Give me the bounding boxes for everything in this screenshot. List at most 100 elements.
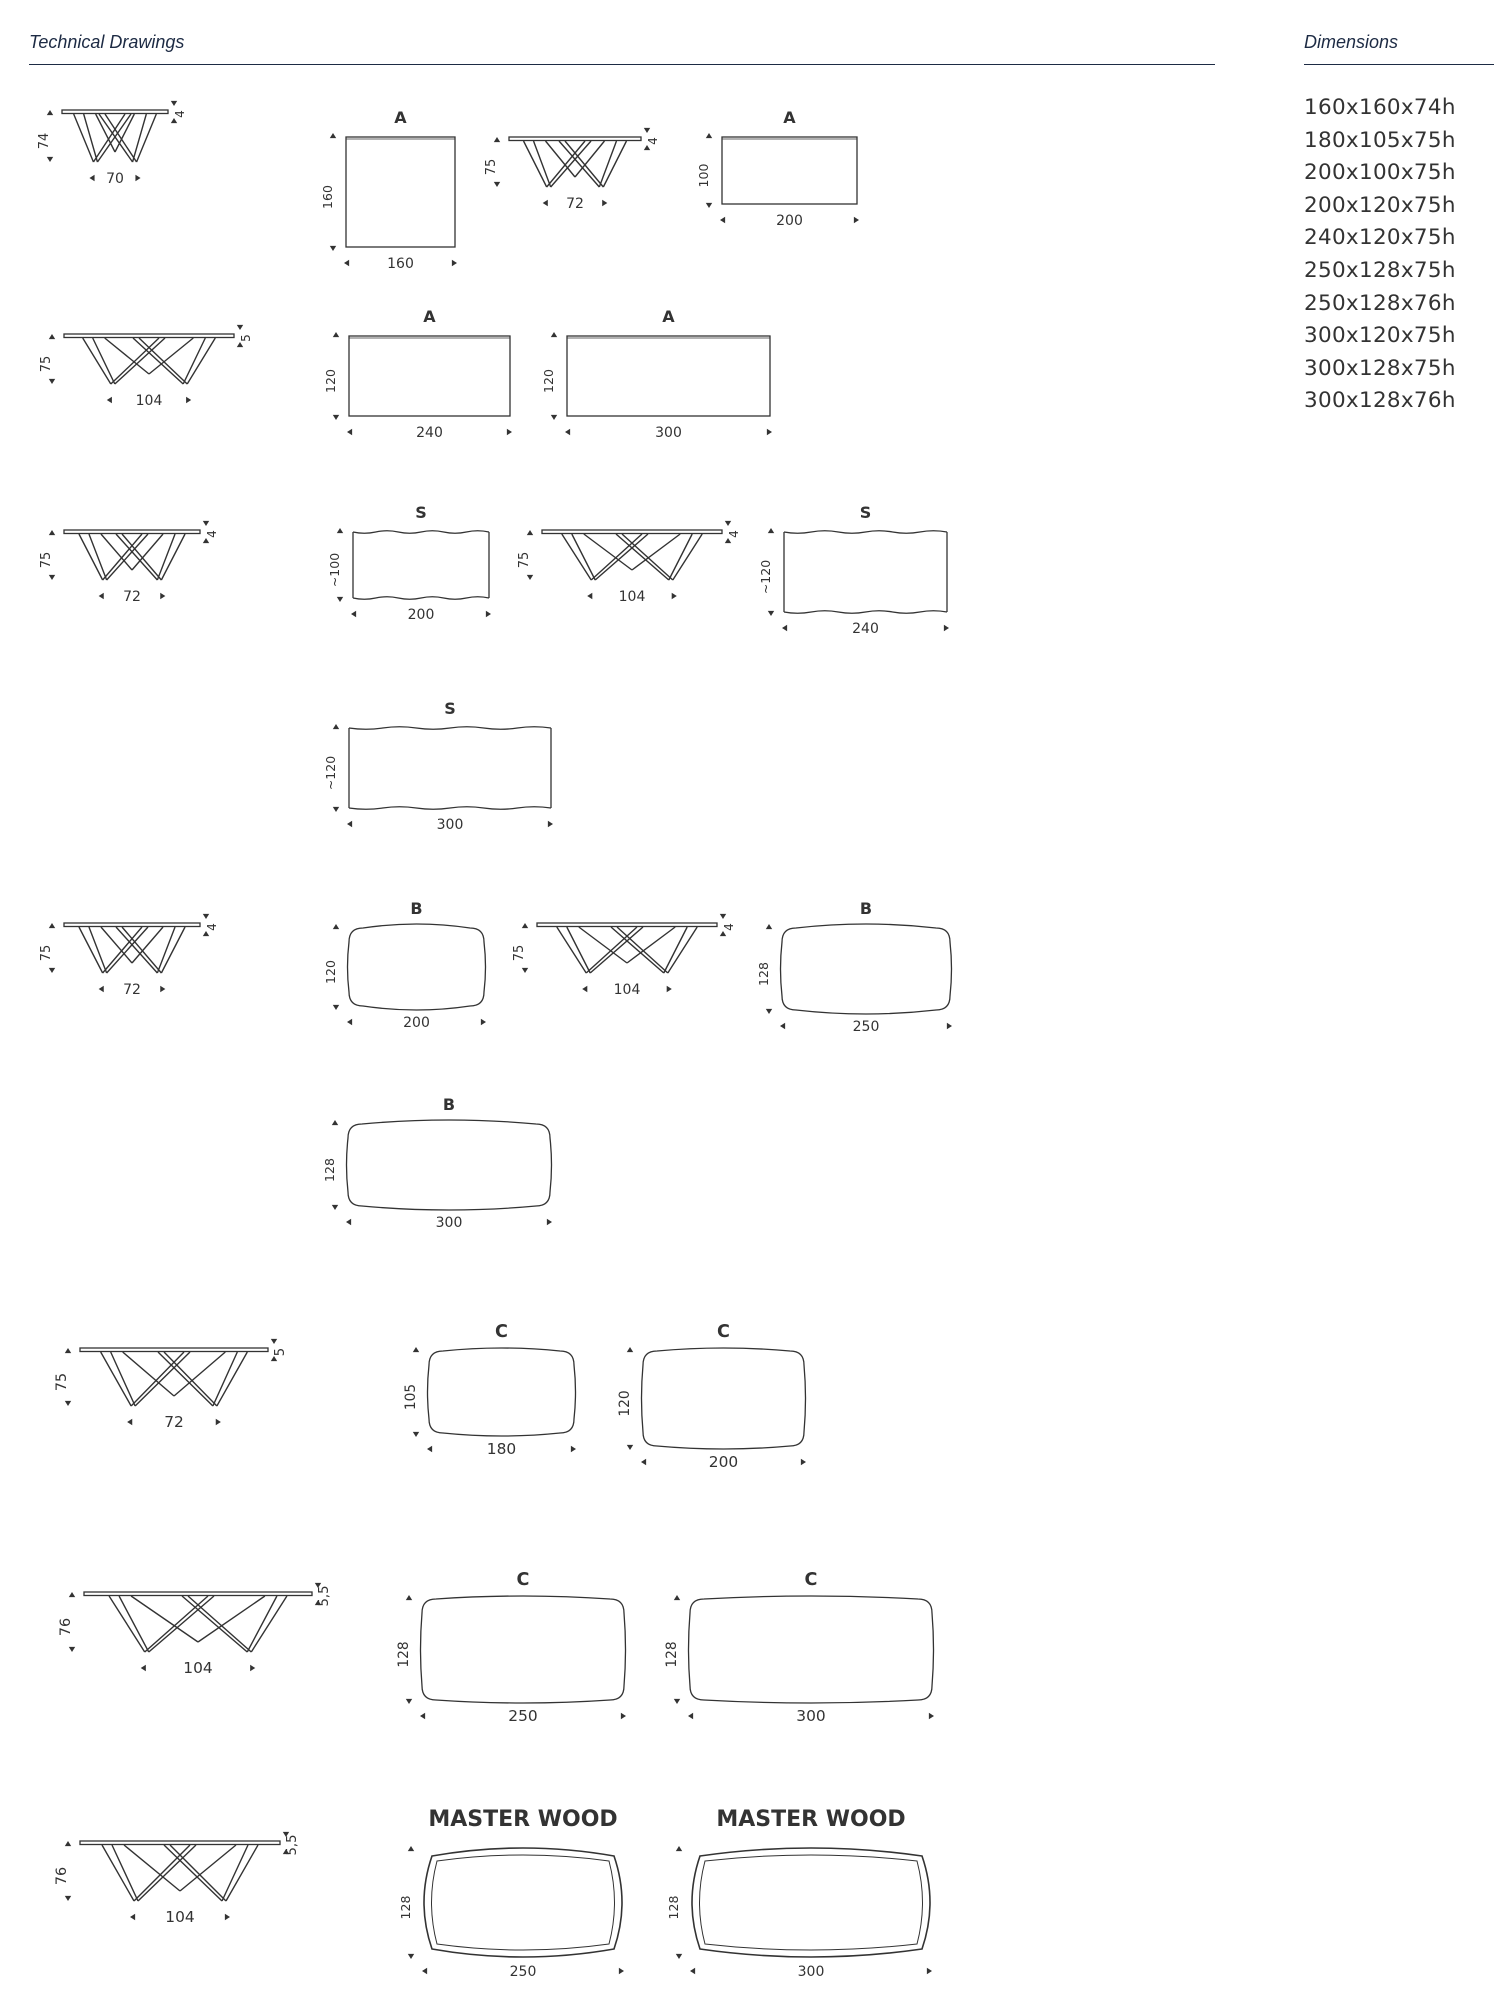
dimension-arrow-icon: [542, 199, 548, 207]
dimension-arrow-icon: [675, 1953, 683, 1959]
shape-label: A: [394, 108, 407, 127]
depth-label: 100: [696, 164, 711, 188]
dimension-arrow-icon: [170, 118, 178, 124]
dimension-arrow-icon: [282, 1831, 290, 1837]
dimension-arrow-icon: [160, 592, 166, 600]
dimension-arrow-icon: [767, 528, 775, 534]
dimension-arrow-icon: [602, 199, 608, 207]
shape-label: A: [423, 307, 436, 326]
dimension-arrow-icon: [570, 1445, 576, 1453]
side-thickness-label: 4: [646, 137, 660, 145]
dimension-arrow-icon: [547, 820, 553, 828]
dimension-arrow-icon: [186, 396, 192, 404]
shape-label: A: [662, 307, 675, 326]
depth-label: 120: [323, 369, 338, 393]
dimension-arrow-icon: [346, 1218, 352, 1226]
depth-label: ~100: [327, 553, 342, 587]
dimension-arrow-icon: [314, 1600, 322, 1606]
side-height-label: 75: [39, 945, 54, 962]
dimension-arrow-icon: [719, 913, 727, 919]
side-height-label: 76: [54, 1867, 70, 1885]
dimensions-header: Dimensions: [1304, 32, 1399, 52]
side-height-label: 76: [58, 1618, 74, 1636]
dimension-arrow-icon: [270, 1356, 278, 1362]
dimension-arrow-icon: [412, 1347, 420, 1353]
dimension-arrow-icon: [780, 1022, 786, 1030]
dimension-arrow-icon: [98, 985, 104, 993]
dimension-arrow-icon: [64, 1895, 72, 1901]
dimension-arrow-icon: [550, 414, 558, 420]
dimension-arrow-icon: [582, 985, 588, 993]
side-height-label: 75: [54, 1373, 70, 1391]
dimension-item: 300x128x76h: [1304, 388, 1456, 414]
dimension-arrow-icon: [480, 1018, 486, 1026]
dimension-arrow-icon: [427, 1445, 433, 1453]
dimension-arrow-icon: [332, 924, 340, 930]
dimension-arrow-icon: [565, 428, 571, 436]
dimension-arrow-icon: [202, 931, 210, 937]
shape-label: S: [860, 503, 872, 522]
dimension-item: 180x105x75h: [1304, 127, 1456, 153]
depth-label: 128: [322, 1158, 337, 1182]
dimension-arrow-icon: [64, 1400, 72, 1406]
width-label: 200: [709, 1453, 738, 1471]
dimension-arrow-icon: [135, 174, 141, 182]
dimension-arrow-icon: [224, 1913, 230, 1921]
header-rule-right: [1304, 64, 1494, 65]
dimension-arrow-icon: [98, 592, 104, 600]
dimension-arrow-icon: [347, 820, 353, 828]
dimension-arrow-icon: [724, 520, 732, 526]
dimension-arrow-icon: [407, 1846, 415, 1852]
depth-label: 128: [666, 1896, 681, 1920]
shape-label: MASTER WOOD: [428, 1807, 617, 1832]
shape-label: C: [717, 1322, 730, 1342]
dimension-arrow-icon: [407, 1953, 415, 1959]
dimension-item: 300x120x75h: [1304, 323, 1456, 349]
side-thickness-label: 4: [205, 923, 219, 931]
dimension-arrow-icon: [405, 1698, 413, 1704]
dimension-arrow-icon: [332, 332, 340, 338]
dimension-arrow-icon: [332, 414, 340, 420]
depth-label: 120: [541, 369, 556, 393]
dimension-arrow-icon: [405, 1595, 413, 1601]
depth-label: ~120: [758, 560, 773, 594]
dimension-arrow-icon: [765, 1008, 773, 1014]
dimension-arrow-icon: [765, 924, 773, 930]
width-label: 200: [403, 1015, 430, 1031]
dimension-item: 300x128x75h: [1304, 355, 1456, 381]
dimension-arrow-icon: [521, 967, 529, 973]
dimension-arrow-icon: [202, 538, 210, 544]
dimension-item: 250x128x75h: [1304, 257, 1456, 283]
depth-label: 120: [323, 960, 338, 984]
depth-label: 120: [617, 1390, 633, 1416]
dimension-arrow-icon: [170, 100, 178, 106]
dimension-arrow-icon: [587, 592, 593, 600]
dimensions-list: 160x160x74h 180x105x75h 200x100x75h 200x…: [1304, 92, 1456, 418]
dimension-arrow-icon: [673, 1698, 681, 1704]
side-base-label: 72: [123, 589, 141, 605]
depth-label: 105: [403, 1384, 419, 1410]
width-label: 200: [408, 607, 435, 623]
dimension-arrow-icon: [329, 245, 337, 251]
dimension-arrow-icon: [331, 1204, 339, 1210]
dimension-arrow-icon: [943, 624, 949, 632]
dimension-arrow-icon: [344, 259, 350, 267]
dimension-arrow-icon: [48, 923, 56, 929]
dimension-arrow-icon: [641, 1458, 647, 1466]
dimension-arrow-icon: [526, 574, 534, 580]
dimension-arrow-icon: [620, 1712, 626, 1720]
side-base-label: 72: [566, 196, 584, 212]
dimension-arrow-icon: [673, 1595, 681, 1601]
dimension-arrow-icon: [329, 133, 337, 139]
dimension-arrow-icon: [130, 1913, 136, 1921]
width-label: 250: [510, 1964, 537, 1980]
